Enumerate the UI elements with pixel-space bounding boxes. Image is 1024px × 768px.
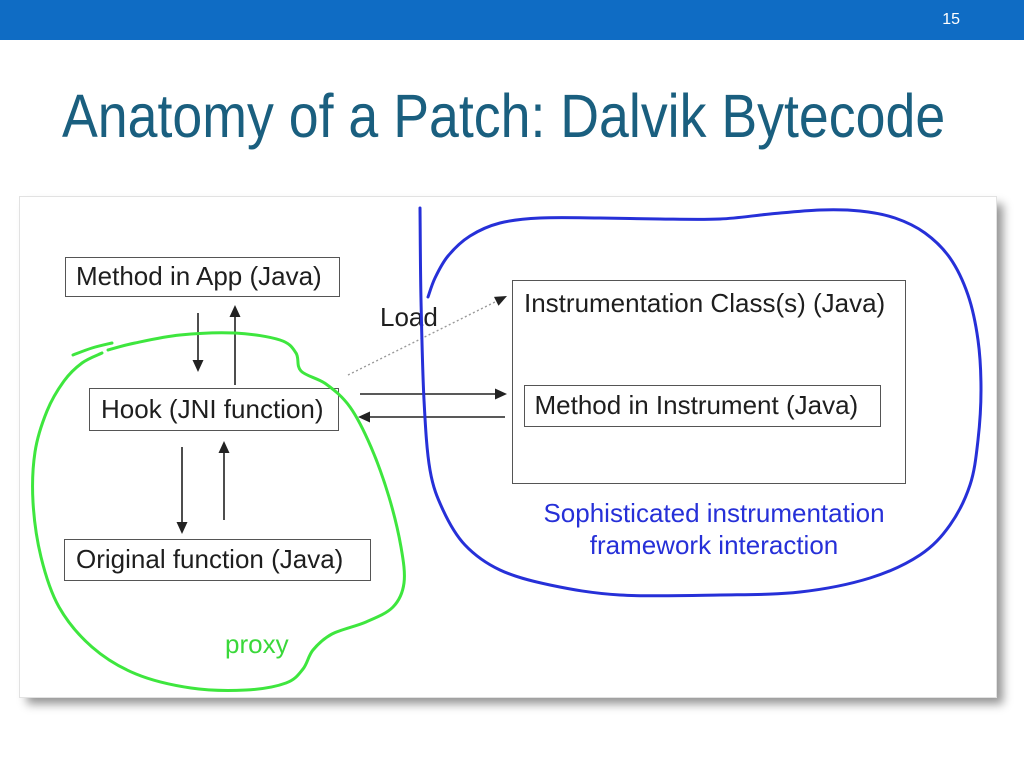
proxy-outline [31,331,406,692]
arrowhead [358,411,370,423]
method-in-instrument-box: Method in Instrument (Java) [523,384,881,427]
diagram-panel: Method in App (Java) Hook (JNI function)… [20,197,996,697]
framework-annotation-line-2: framework interaction [589,530,839,560]
arrow-original-to-hook [218,441,230,520]
proxy-outline-tick [71,341,114,357]
slide-title-container: Anatomy of a Patch: Dalvik Bytecode [62,81,1024,151]
method-in-app-box: Method in App (Java) [65,257,340,297]
method-in-instrument-label: Method in Instrument (Java) [534,389,859,420]
framework-annotation-line-1: Sophisticated instrumentation [543,498,885,528]
original-function-box: Original function (Java) [64,539,371,581]
instrumentation-class-box: Instrumentation Class(s) (Java) Method i… [512,280,906,484]
slide-title: Anatomy of a Patch: Dalvik Bytecode [62,82,946,150]
arrowhead [192,360,204,372]
arrow-app-to-hook [192,313,204,372]
arrow-hook-to-app [229,305,241,385]
hook-box: Hook (JNI function) [89,388,339,431]
arrowhead [495,388,507,400]
arrow-instrument-to-hook [358,411,505,423]
arrowhead [218,441,230,453]
slide-number: 15 [942,11,960,28]
method-in-app-label: Method in App (Java) [76,261,322,291]
proxy-annotation: proxy [225,629,289,659]
arrowhead [494,296,507,306]
load-label: Load [380,302,438,332]
framework-annotation: Sophisticated instrumentation framework … [514,497,914,561]
arrow-hook-to-instrument [360,388,507,400]
arrowhead [176,522,188,534]
arrowhead [229,305,241,317]
hook-label: Hook (JNI function) [101,394,324,424]
instrumentation-class-label: Instrumentation Class(s) (Java) [524,288,886,318]
arrow-hook-to-original [176,447,188,534]
original-function-label: Original function (Java) [76,544,344,574]
top-bar: 15 [0,0,1024,40]
